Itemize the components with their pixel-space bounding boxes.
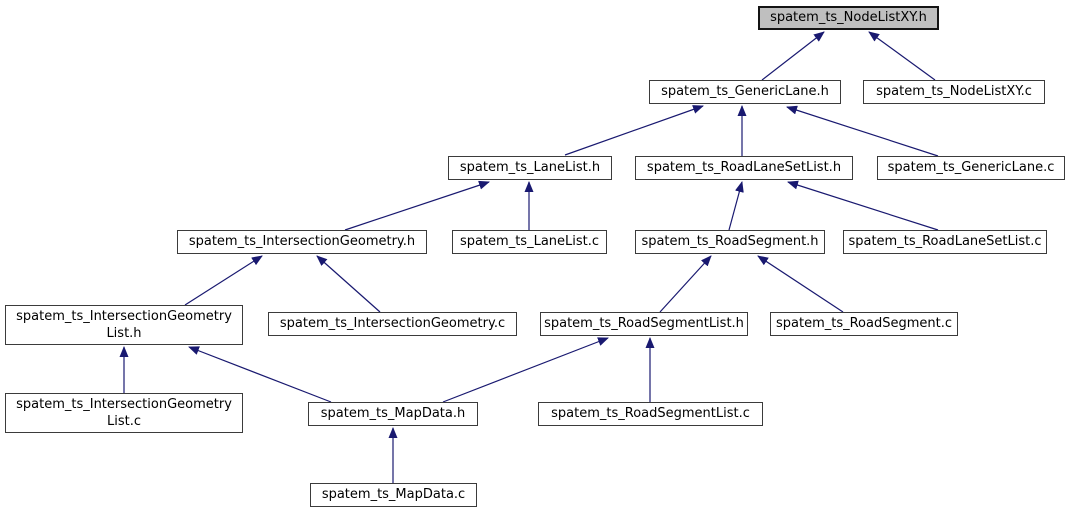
edge-roadsegment-h-to-roadlanesetlist-h xyxy=(728,181,744,231)
edge-roadsegment-c-to-roadsegment-h xyxy=(757,255,844,313)
edge-roadsegmentlist-h-to-roadsegment-h xyxy=(659,255,712,313)
node-spatem-ts-roadsegmentlist-h[interactable]: spatem_ts_RoadSegmentList.h xyxy=(540,312,748,336)
edge-lanelist-h-to-genericlane-h xyxy=(564,105,704,156)
node-spatem-ts-roadlanesetlist-c[interactable]: spatem_ts_RoadLaneSetList.c xyxy=(843,230,1047,254)
node-spatem-ts-lanelist-c[interactable]: spatem_ts_LaneList.c xyxy=(452,230,607,254)
node-spatem-ts-intersectiongeometry-h[interactable]: spatem_ts_IntersectionGeometry.h xyxy=(177,230,427,254)
node-spatem-ts-nodelistxy-h[interactable]: spatem_ts_NodeListXY.h xyxy=(758,6,939,30)
edge-nodelistxy-c-to-nodelistxy-h xyxy=(868,31,936,81)
edge-intersectiongeometry-h-to-lanelist-h xyxy=(344,180,490,231)
node-spatem-ts-mapdata-h[interactable]: spatem_ts_MapData.h xyxy=(308,402,478,426)
node-spatem-ts-mapdata-c[interactable]: spatem_ts_MapData.c xyxy=(310,483,477,507)
node-spatem-ts-roadsegmentlist-c[interactable]: spatem_ts_RoadSegmentList.c xyxy=(538,402,763,426)
node-spatem-ts-roadlanesetlist-h[interactable]: spatem_ts_RoadLaneSetList.h xyxy=(635,156,853,180)
node-spatem-ts-intersectiongeometrylist-h[interactable]: spatem_ts_IntersectionGeometry List.h xyxy=(5,305,243,345)
node-spatem-ts-roadsegment-h[interactable]: spatem_ts_RoadSegment.h xyxy=(635,230,825,254)
node-spatem-ts-genericlane-h[interactable]: spatem_ts_GenericLane.h xyxy=(649,80,841,104)
node-spatem-ts-roadsegment-c[interactable]: spatem_ts_RoadSegment.c xyxy=(770,312,958,336)
node-spatem-ts-lanelist-h[interactable]: spatem_ts_LaneList.h xyxy=(448,156,612,180)
edge-genericlane-c-to-genericlane-h xyxy=(786,105,939,157)
edge-mapdata-h-to-intersectiongeometrylist-h xyxy=(188,346,332,403)
node-spatem-ts-intersectiongeometrylist-c[interactable]: spatem_ts_IntersectionGeometry List.c xyxy=(5,393,243,433)
node-spatem-ts-intersectiongeometry-c[interactable]: spatem_ts_IntersectionGeometry.c xyxy=(268,312,517,336)
node-spatem-ts-nodelistxy-c[interactable]: spatem_ts_NodeListXY.c xyxy=(863,80,1045,104)
edge-intersectiongeometrylist-h-to-intersectiongeometry-h xyxy=(184,255,263,306)
edge-mapdata-h-to-roadsegmentlist-h xyxy=(442,337,609,403)
node-spatem-ts-genericlane-c[interactable]: spatem_ts_GenericLane.c xyxy=(877,156,1065,180)
edge-intersectiongeometry-c-to-intersectiongeometry-h xyxy=(316,255,381,313)
edge-genericlane-h-to-nodelistxy-h xyxy=(761,31,825,81)
edge-roadlanesetlist-c-to-roadlanesetlist-h xyxy=(787,180,939,231)
